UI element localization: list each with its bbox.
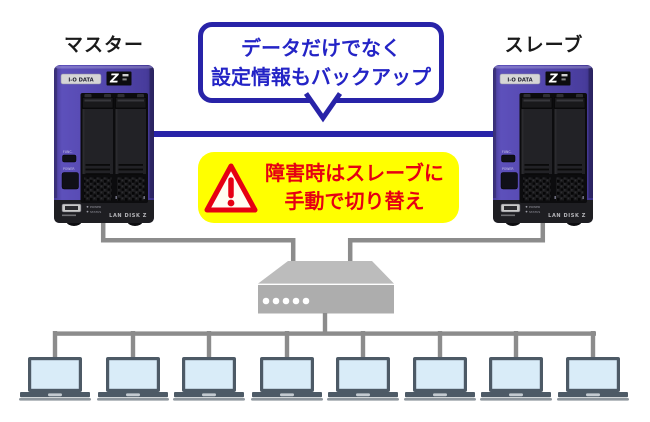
warning-triangle-icon [204,163,258,213]
warning-line-1: 障害時はスレーブに [265,161,444,185]
switch-top-face [258,261,394,284]
bubble-line-2: 設定情報もバックアップ [211,64,431,89]
client-laptop-7 [480,331,552,401]
switch-downlink-cable [322,313,328,334]
network-switch [258,261,394,314]
warning-line-2: 手動で切り替え [284,189,425,213]
slave-nas-device [492,64,594,227]
client-laptop-2 [97,331,169,401]
client-laptop-5 [327,331,399,401]
warning-text: 障害時はスレーブに 手動で切り替え [254,159,455,215]
client-laptop-1 [19,331,91,401]
client-distribution-line [53,331,596,336]
master-nas-device [53,64,155,227]
failover-warning-box: 障害時はスレーブに 手動で切り替え [198,152,459,223]
switch-front-face [258,285,394,314]
slave-label: スレーブ [504,34,584,56]
replication-link-line [150,131,495,137]
master-to-switch-cable [100,218,296,263]
switch-leds [262,297,310,305]
client-laptop-4 [251,331,323,401]
bubble-tail [303,92,343,123]
client-laptop-8 [557,331,629,401]
slave-to-switch-cable [347,218,546,263]
client-laptop-6 [404,331,476,401]
bubble-line-1: データだけでなく [241,36,401,61]
master-label: マスター [63,34,144,56]
backup-callout-bubble: データだけでなく 設定情報もバックアップ [198,22,444,103]
client-laptop-3 [173,331,245,401]
